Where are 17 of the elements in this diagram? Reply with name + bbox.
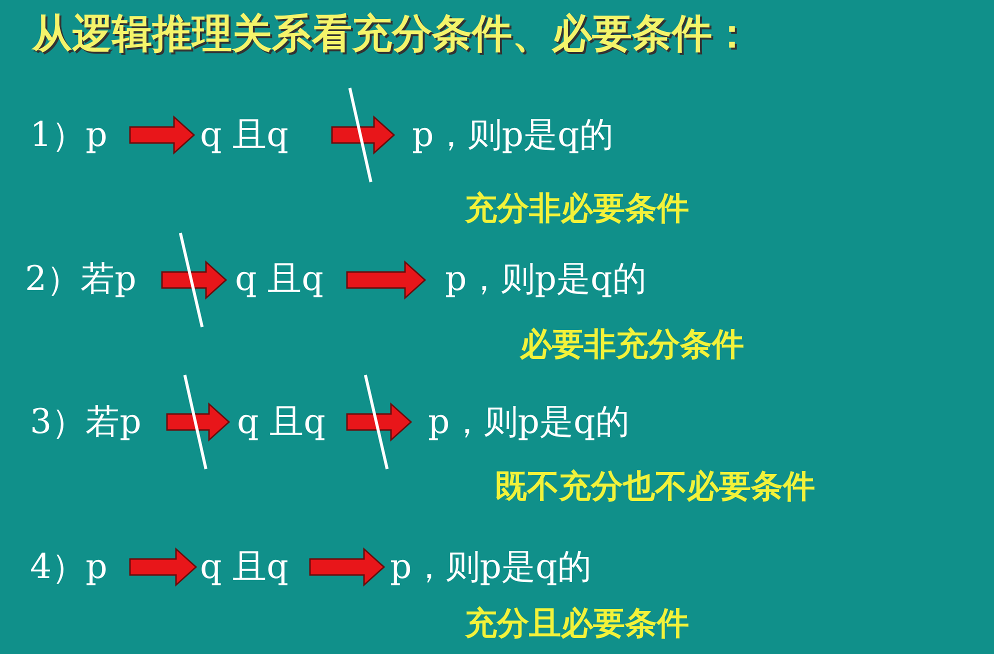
statement-text: p，则p是q的	[390, 550, 592, 584]
statement-text: q 且q	[235, 262, 324, 296]
conclusion-text: 必要非充分条件	[520, 328, 744, 360]
statement-text: q 且q	[200, 550, 288, 584]
statement-text: 2）若p	[25, 262, 136, 296]
statement-text: 3）若p	[30, 405, 142, 439]
statement-text: 1）p	[30, 118, 108, 152]
statement-text: q 且q	[200, 118, 288, 152]
conclusion-text: 既不充分也不必要条件	[495, 470, 815, 502]
conclusion-text: 充分且必要条件	[465, 607, 689, 639]
conclusion-text: 充分非必要条件	[465, 192, 689, 224]
slide-title: 从逻辑推理关系看充分条件、必要条件：	[32, 14, 752, 54]
statement-text: q 且q	[237, 405, 326, 439]
statement-text: p，则p是q的	[412, 118, 614, 152]
statement-text: p，则p是q的	[445, 262, 646, 296]
statement-text: p，则p是q的	[428, 405, 630, 439]
statement-text: 4）p	[30, 550, 108, 584]
